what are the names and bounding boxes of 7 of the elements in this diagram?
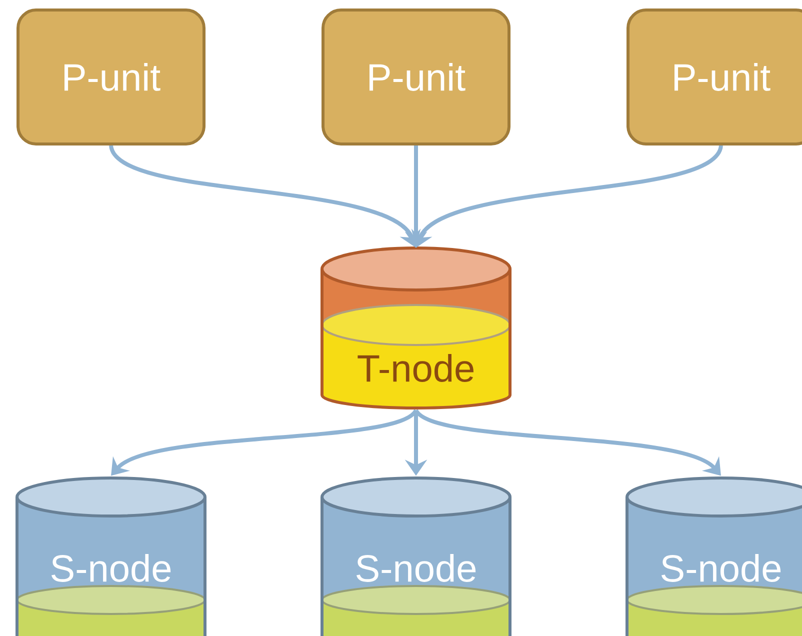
cylinder: S-node — [626, 476, 802, 636]
cylinder: S-node — [16, 476, 206, 636]
process-box: P-unit — [322, 8, 510, 146]
process-box: P-unit — [16, 8, 206, 146]
cylinder: T-node — [320, 246, 512, 410]
cylinder: S-node — [320, 476, 512, 636]
process-box: P-unit — [626, 8, 802, 146]
